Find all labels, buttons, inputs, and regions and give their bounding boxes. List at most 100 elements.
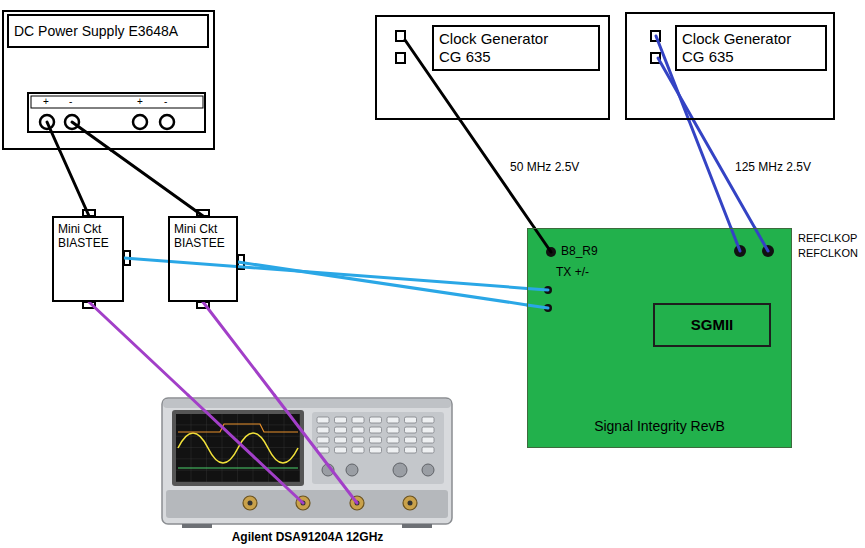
bias-tee-box: Mini Ckt BIASTEE xyxy=(168,216,238,302)
circuit-board: Signal Integrity RevB SGMII xyxy=(527,228,792,448)
oscilloscope-illustration xyxy=(405,417,417,423)
polarity-mark: + xyxy=(43,96,49,107)
node-label: Signal Integrity RevB xyxy=(594,418,725,434)
biastee-port xyxy=(83,210,244,308)
oscilloscope-illustration xyxy=(402,524,432,528)
node-label: DC Power Supply E3648A xyxy=(7,14,209,48)
chip-box: SGMII xyxy=(653,303,771,347)
signal-label: 50 MHz 2.5V xyxy=(508,160,581,175)
oscilloscope-illustration xyxy=(370,417,382,423)
oscilloscope: Agilent DSA91204A 12GHz xyxy=(160,395,455,545)
board-pad xyxy=(544,245,774,312)
cable xyxy=(238,262,527,305)
oscilloscope-illustration xyxy=(352,447,364,453)
wire-stub xyxy=(755,228,768,251)
oscilloscope-illustration xyxy=(387,447,399,453)
oscilloscope-illustration xyxy=(408,501,413,506)
oscilloscope-illustration xyxy=(163,399,451,408)
oscilloscope-illustration xyxy=(172,410,304,486)
polarity-mark: + xyxy=(137,96,143,107)
power-supply-panel xyxy=(28,93,205,132)
wire-stub xyxy=(535,228,552,252)
oscilloscope-illustration xyxy=(370,437,382,443)
oscilloscope-illustration xyxy=(422,447,434,453)
oscilloscope-illustration xyxy=(387,417,399,423)
oscilloscope-illustration xyxy=(312,412,444,484)
polarity-mark: - xyxy=(69,96,72,107)
oscilloscope-illustration xyxy=(393,463,407,477)
node-label: Clock Generator CG 635 xyxy=(675,25,827,71)
oscilloscope-illustration xyxy=(403,496,417,510)
oscilloscope-illustration xyxy=(370,447,382,453)
wire-stub xyxy=(527,305,548,308)
wire-stub xyxy=(731,228,740,251)
clock-output-connector xyxy=(396,53,405,63)
cable xyxy=(111,150,203,216)
oscilloscope-illustration xyxy=(335,447,347,453)
signal-label: 125 MHz 2.5V xyxy=(733,160,813,175)
power-supply-panel xyxy=(31,96,203,108)
oscilloscope-illustration xyxy=(317,437,329,443)
oscilloscope-illustration xyxy=(422,427,434,433)
oscilloscope-illustration xyxy=(405,437,417,443)
oscilloscope-illustration xyxy=(370,427,382,433)
power-supply: DC Power Supply E3648A xyxy=(2,10,215,150)
oscilloscope-illustration xyxy=(387,437,399,443)
oscilloscope-illustration xyxy=(162,398,452,524)
oscilloscope-illustration xyxy=(405,427,417,433)
oscilloscope-illustration xyxy=(176,414,300,482)
cable xyxy=(124,258,527,288)
oscilloscope-illustration xyxy=(248,501,253,506)
oscilloscope-illustration xyxy=(178,468,298,469)
oscilloscope-illustration xyxy=(317,417,329,423)
oscilloscope-illustration xyxy=(422,464,434,476)
oscilloscope-illustration xyxy=(335,417,347,423)
oscilloscope-illustration xyxy=(178,433,298,463)
wire-stub xyxy=(274,395,357,503)
wire-stub xyxy=(47,122,60,150)
clock-generator: Clock Generator CG 635 xyxy=(625,12,835,120)
oscilloscope-illustration xyxy=(352,437,364,443)
node-label: SGMII xyxy=(691,316,734,334)
oscilloscope-illustration xyxy=(243,496,417,510)
power-supply-panel xyxy=(133,115,147,129)
node-label: Clock Generator CG 635 xyxy=(432,25,600,71)
node-label: Mini Ckt BIASTEE xyxy=(58,222,118,250)
oscilloscope-illustration xyxy=(317,427,329,433)
oscilloscope-illustration xyxy=(182,524,212,528)
board-fill xyxy=(527,228,792,448)
oscilloscope-illustration xyxy=(178,424,298,432)
cable xyxy=(89,302,188,395)
cable xyxy=(203,302,274,395)
cable xyxy=(60,150,90,216)
pin-label: TX +/- xyxy=(556,266,589,279)
oscilloscope-illustration xyxy=(387,427,399,433)
bias-tee-box: Mini Ckt BIASTEE xyxy=(52,216,124,302)
oscilloscope-illustration xyxy=(162,398,452,528)
oscilloscope-illustration xyxy=(322,463,434,477)
oscilloscope-illustration xyxy=(352,427,364,433)
pin-label: B8_R9 xyxy=(561,245,598,258)
clock-generator: Clock Generator CG 635 xyxy=(375,15,610,120)
oscilloscope-illustration xyxy=(346,464,358,476)
power-supply-panel xyxy=(160,115,174,129)
node-label: Mini Ckt BIASTEE xyxy=(174,222,232,250)
wire-stub xyxy=(72,122,111,150)
oscilloscope-illustration xyxy=(166,490,448,518)
oscilloscope-illustration xyxy=(422,437,434,443)
oscilloscope-illustration xyxy=(335,437,347,443)
polarity-mark: - xyxy=(164,96,167,107)
node-label: Agilent DSA91204A 12GHz xyxy=(232,530,384,545)
oscilloscope-illustration xyxy=(317,417,434,453)
pin-label: REFCLKOP xyxy=(798,232,857,244)
oscilloscope-illustration xyxy=(248,501,413,506)
wire-stub xyxy=(527,288,548,290)
oscilloscope-illustration xyxy=(422,417,434,423)
oscilloscope-illustration xyxy=(352,417,364,423)
pin-label: REFCLKON xyxy=(798,247,858,259)
power-supply-panel xyxy=(28,93,205,132)
oscilloscope-illustration xyxy=(405,447,417,453)
oscilloscope-illustration xyxy=(176,414,300,482)
